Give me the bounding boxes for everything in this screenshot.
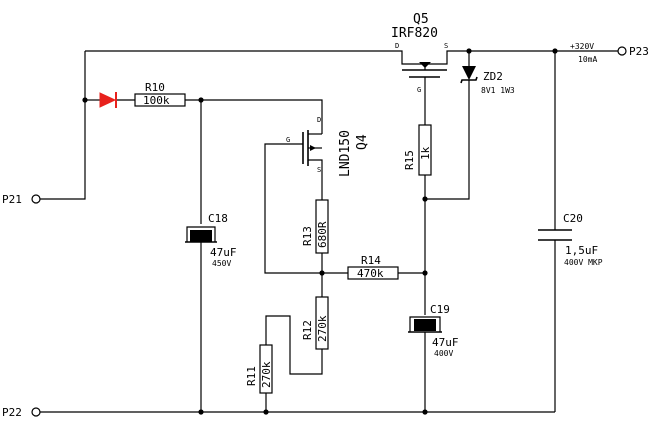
r12-ref: R12 [301,320,314,340]
p23-label: P23 [629,45,649,58]
r15-ref: R15 [403,150,416,170]
resistor-r11: R11 270k [245,344,273,394]
c18-ref: C18 [208,212,228,225]
q4-pin-g: G [286,136,290,144]
r11-value: 270k [260,361,273,388]
p22-label: P22 [2,406,22,419]
q5-ref: Q5 [413,12,429,27]
c18-rating: 450V [212,259,231,268]
capacitor-c18: C18 47uF 450V [185,212,237,268]
r12-value: 270k [316,315,329,342]
c19-value: 47uF [432,336,459,349]
r14-ref: R14 [361,254,381,267]
q4-pin-d: D [317,116,321,124]
c20-ref: C20 [563,212,583,225]
resistor-r14: R14 470k [347,254,399,280]
pin-p22: P22 [2,406,41,419]
zd2-value: 8V1 1W3 [481,86,515,95]
c18-value: 47uF [210,246,237,259]
r11-ref: R11 [245,366,258,386]
c19-rating: 400V [434,349,453,358]
resistor-r13: R13 680R [301,199,329,254]
junctions [82,48,558,415]
q5-pin-d: D [395,42,399,50]
r13-ref: R13 [301,226,314,246]
c20-rating: 400V MKP [564,258,603,267]
resistor-r15: R15 1k [403,124,432,176]
diode-icon [99,92,117,108]
r13-value: 680R [316,221,329,248]
q4-ref: Q4 [355,134,370,150]
q4-part: LND150 [338,130,353,177]
capacitor-c19: C19 47uF 400V [408,303,459,358]
c19-ref: C19 [430,303,450,316]
q4-pin-s: S [317,166,321,174]
q5-pin-g: G [417,86,421,94]
pin-p23: P23 [617,45,649,58]
r14-value: 470k [357,267,384,280]
capacitor-c20: C20 1,5uF 400V MKP [538,212,603,267]
resistor-r12: R12 270k [301,296,329,350]
zener-zd2: ZD2 8V1 1W3 [460,66,515,95]
q5-pin-s: S [444,42,448,50]
r10-value: 100k [143,94,170,107]
r15-value: 1k [419,146,432,160]
zd2-ref: ZD2 [483,70,503,83]
supply-current-label: 10mA [578,55,597,64]
q5-part: IRF820 [391,26,438,41]
r10-ref: R10 [145,81,165,94]
pin-p21: P21 [2,193,41,206]
wires [40,50,618,413]
mosfet-q5: Q5 IRF820 D S G [391,12,448,94]
p21-label: P21 [2,193,22,206]
supply-voltage-label: +320V [570,42,594,51]
resistor-r10: R10 100k [134,81,186,107]
c20-value: 1,5uF [565,244,598,257]
mosfet-q4: G D S LND150 Q4 [286,116,370,177]
